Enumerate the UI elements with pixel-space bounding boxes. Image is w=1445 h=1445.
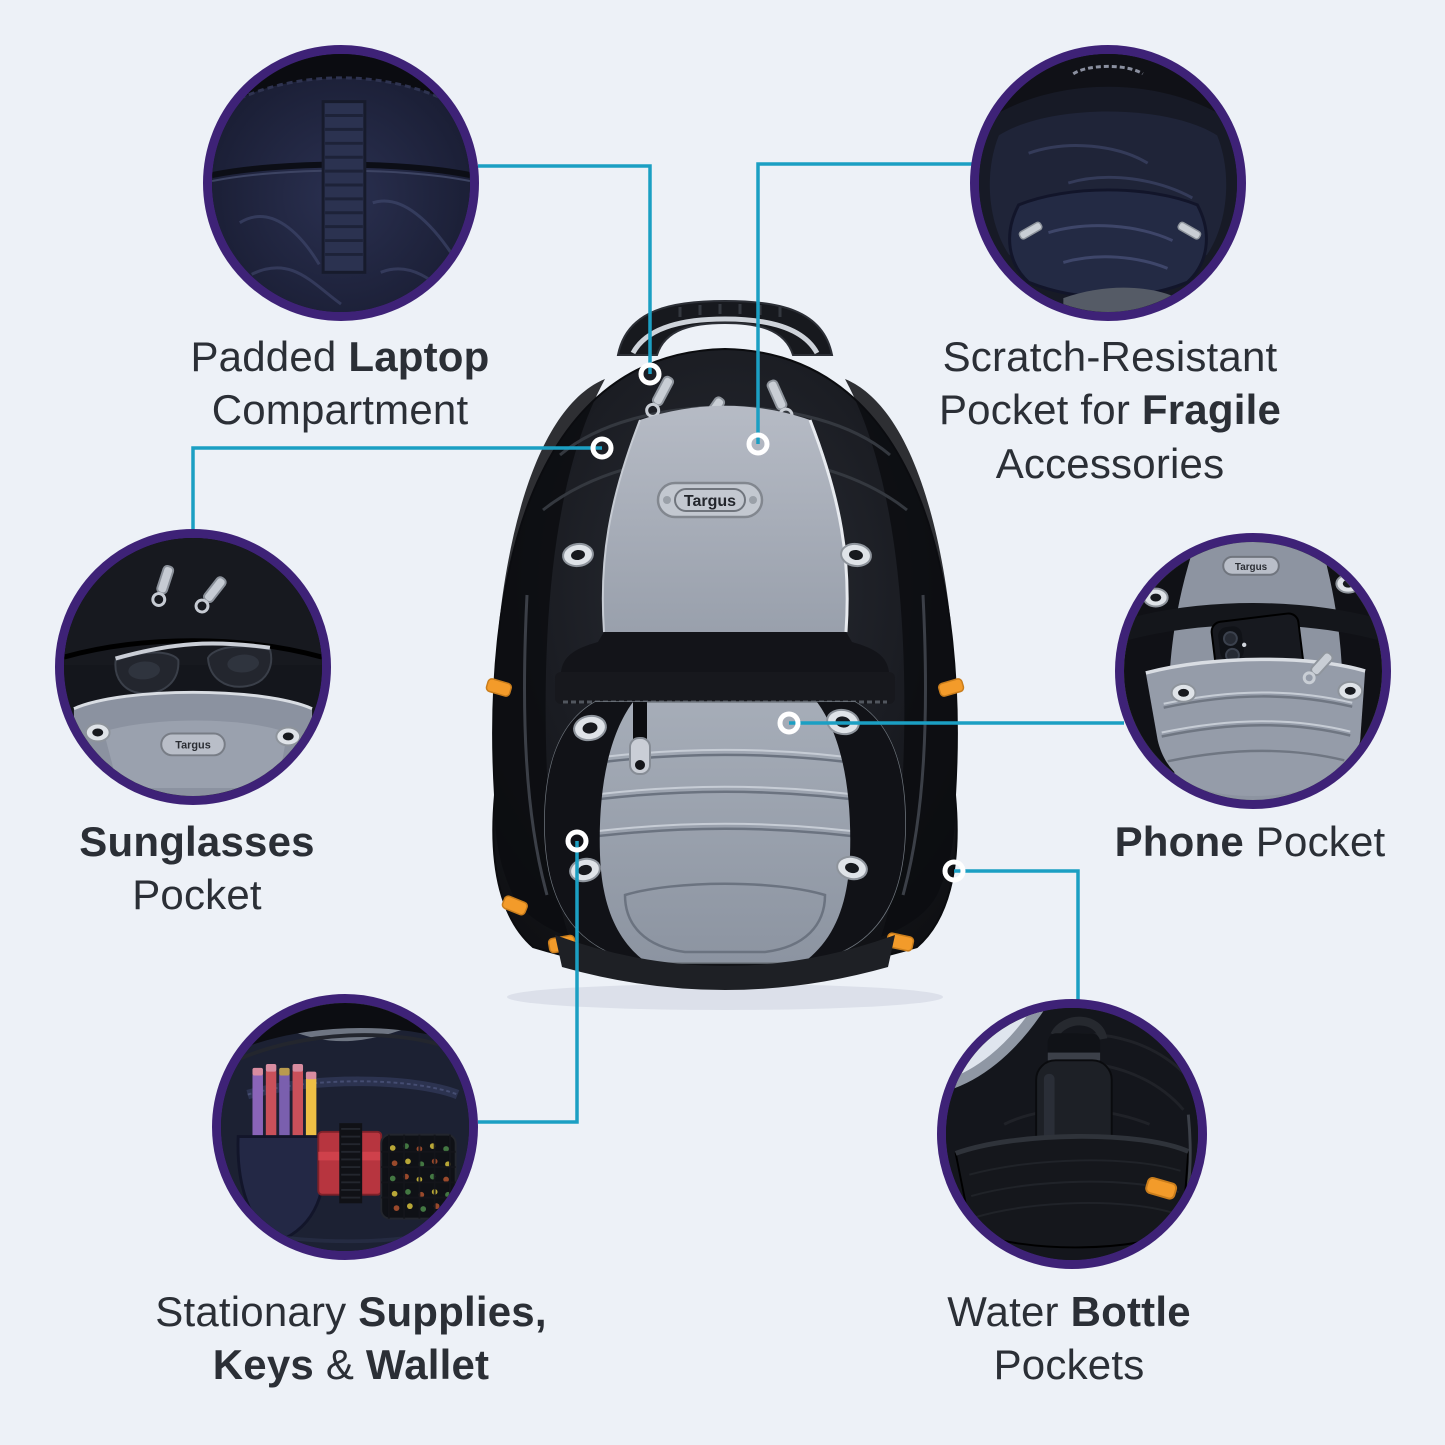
laptop-compartment-label: Padded Laptop Compartment [90,330,590,437]
laptop-strap [321,100,367,274]
label-text: Pockets [993,1341,1145,1389]
svg-text:Targus: Targus [1235,562,1268,573]
label-line: Accessories [880,437,1340,490]
scratch-resistant-pocket-photo [970,45,1246,321]
water-bottle-pocket-photo [937,999,1207,1269]
sunglasses-pocket-label: Sunglasses Pocket [0,815,394,922]
label-text-bold: Phone [1114,818,1244,865]
label-text-bold: Laptop [348,333,490,380]
label-text: Pocket [132,871,262,919]
label-text-bold: Bottle [1070,1288,1191,1335]
label-text-bold: Keys [212,1341,314,1389]
targus-mini-badge-2: Targus [1222,555,1280,576]
bag-base [555,935,895,990]
upper-gray-panel [601,405,849,633]
label-line: Stationary Supplies, [75,1285,627,1338]
pocket-right-wing [803,702,906,963]
sunglasses-pocket-photo: Targus [55,529,331,805]
label-line: Compartment [90,383,590,436]
stationary-supplies-label: Stationary Supplies, Keys & Wallet [75,1285,627,1392]
label-text: & [313,1341,366,1389]
mid-flap [555,632,895,704]
label-text: Padded [190,333,349,380]
label-text: Compartment [211,386,469,434]
label-line: Pockets [869,1338,1269,1391]
label-text-bold: Fragile [1141,386,1282,434]
label-text: Scratch-Resistant [942,333,1278,380]
bag-handle [616,299,834,356]
zipper-pulls [151,564,227,614]
label-line: Sunglasses [0,815,394,868]
phone-pocket-photo: Targus [1115,533,1391,809]
label-line: Water Bottle [869,1285,1269,1338]
label-text-bold: Supplies, [358,1288,547,1335]
svg-text:Targus: Targus [175,739,211,751]
targus-mini-badge: Targus [160,732,226,757]
mesh-pocket [380,1133,457,1220]
targus-badge: Targus [656,481,764,519]
sunglasses [114,641,273,695]
phone-pocket-label: Phone Pocket [1030,815,1445,868]
label-text: Water [947,1288,1071,1335]
targus-badge-text: Targus [684,493,736,510]
label-text: Pocket for [938,386,1142,434]
label-line: Keys & Wallet [75,1338,627,1391]
label-line: Scratch-Resistant [880,330,1340,383]
label-line: Phone Pocket [1030,815,1445,868]
bag-right-side [845,379,957,937]
fragile-pocket-label: Scratch-Resistant Pocket for Fragile Acc… [880,330,1340,490]
hanging-zipper-pull [629,702,651,775]
supply-box [317,1123,383,1204]
water-bottle-label: Water Bottle Pockets [869,1285,1269,1392]
label-line: Pocket [0,868,394,921]
laptop-compartment-photo [203,45,479,321]
bag-shadow [507,984,943,1010]
label-text: Pocket [1243,818,1386,865]
label-text-bold: Sunglasses [79,818,315,865]
label-text: Stationary [155,1288,359,1335]
label-text-bold: Wallet [365,1341,490,1389]
stationary-supplies-photo [212,994,478,1260]
label-line: Pocket for Fragile [880,383,1340,436]
label-line: Padded Laptop [90,330,590,383]
label-text: Accessories [995,439,1225,487]
